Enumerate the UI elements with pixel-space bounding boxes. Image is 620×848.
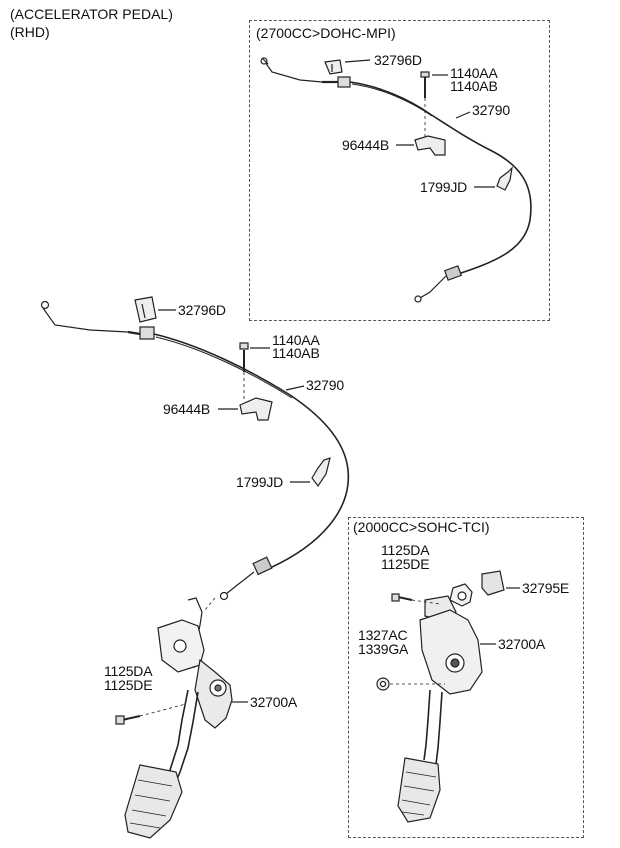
label-clamp-top: 1799JD [420,179,468,195]
cap-bottom [481,570,520,596]
label-clamp-main: 1799JD [236,474,284,490]
label-cable-main: 32790 [306,377,344,393]
bracket-main [134,296,176,323]
label-pedal-bottom: 32700A [498,636,546,652]
label-bracket-main: 32796D [178,302,226,318]
variant-box-dohc [249,20,550,321]
label-nut-a-bottom: 1327AC [358,627,408,643]
label-screw-a-bottom: 1125DA [381,542,430,558]
clamp-main [290,457,331,488]
pedal-assembly-main [115,597,248,839]
label-screw-b-main: 1125DE [104,677,153,693]
clamp-top [474,166,513,191]
diagram-subtitle: (RHD) [10,24,50,40]
label-bolt-a-top: 1140AA [450,65,498,81]
diagram-title: (ACCELERATOR PEDAL) [10,6,173,22]
label-bolt-a-main: 1140AA [272,332,320,348]
pedal-assembly-bottom [391,583,496,823]
nut-bottom [376,677,445,691]
cable-line-main [285,385,305,391]
label-bracket-top: 32796D [374,52,422,68]
label-cap-bottom: 32795E [522,580,570,596]
label-cable-top: 32790 [472,102,510,118]
clip-top [396,135,446,156]
cable-line-top [455,111,471,119]
label-clip-main: 96444B [163,401,211,417]
bolt-top [420,71,448,138]
label-bolt-b-top: 1140AB [450,78,498,94]
variant-title-sohc: (2000CC>SOHC-TCI) [353,519,490,535]
label-clip-top: 96444B [342,137,390,153]
bolt-main [239,342,270,402]
variant-title-dohc: (2700CC>DOHC-MPI) [256,25,396,41]
label-bolt-b-main: 1140AB [272,345,320,361]
label-nut-b-bottom: 1339GA [358,641,409,657]
label-screw-a-main: 1125DA [104,663,153,679]
label-screw-b-bottom: 1125DE [381,556,430,572]
cable-assembly-top [260,57,532,303]
cable-assembly-main [40,300,350,601]
clip-main [218,397,273,421]
bracket-top [324,59,371,75]
variant-box-sohc [348,517,584,838]
label-pedal-main: 32700A [250,694,298,710]
